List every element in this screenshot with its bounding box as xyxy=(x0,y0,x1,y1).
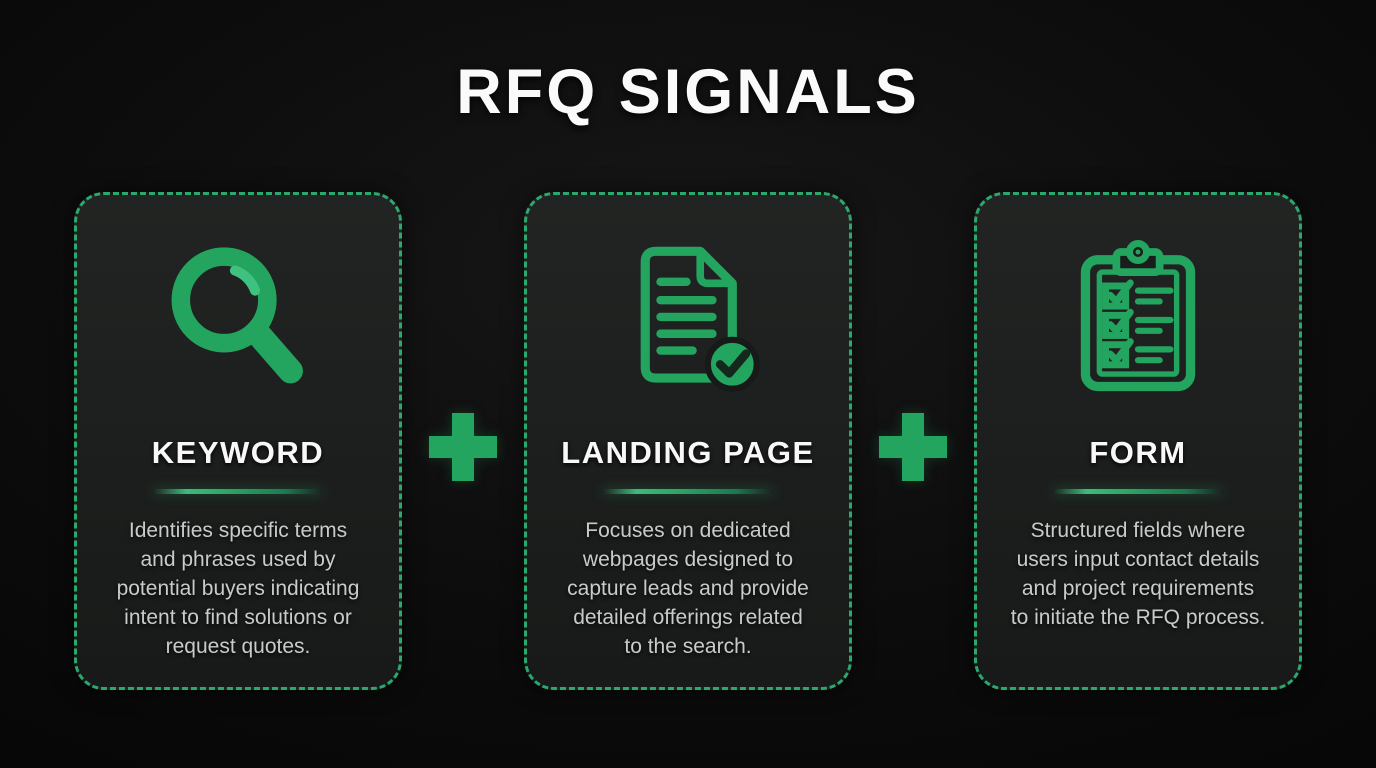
clipboard-checklist-icon xyxy=(1053,231,1223,409)
card-heading-keyword: KEYWORD xyxy=(151,435,325,470)
separator xyxy=(402,192,524,481)
card-form: FORM Structured fields where users input… xyxy=(974,192,1302,690)
page-title: RFQ SIGNALS xyxy=(456,57,920,127)
card-keyword: KEYWORD Identifies specific terms and ph… xyxy=(74,192,402,690)
document-check-icon xyxy=(604,231,772,409)
card-divider xyxy=(602,489,774,494)
magnifier-icon xyxy=(153,231,323,409)
card-body-landing-page: Focuses on dedicated webpages designed t… xyxy=(567,519,809,658)
card-divider xyxy=(1052,489,1224,494)
card-divider xyxy=(152,489,324,494)
card-landing-page: LANDING PAGE Focuses on dedicated webpag… xyxy=(524,192,852,690)
cards-row: KEYWORD Identifies specific terms and ph… xyxy=(0,192,1376,690)
plus-icon xyxy=(879,413,947,481)
separator xyxy=(852,192,974,481)
card-body-form: Structured fields where users input cont… xyxy=(1010,519,1266,629)
card-heading-landing-page: LANDING PAGE xyxy=(561,435,815,470)
plus-icon xyxy=(429,413,497,481)
card-body-keyword: Identifies specific terms and phrases us… xyxy=(116,519,360,658)
card-heading-form: FORM xyxy=(1089,435,1187,470)
